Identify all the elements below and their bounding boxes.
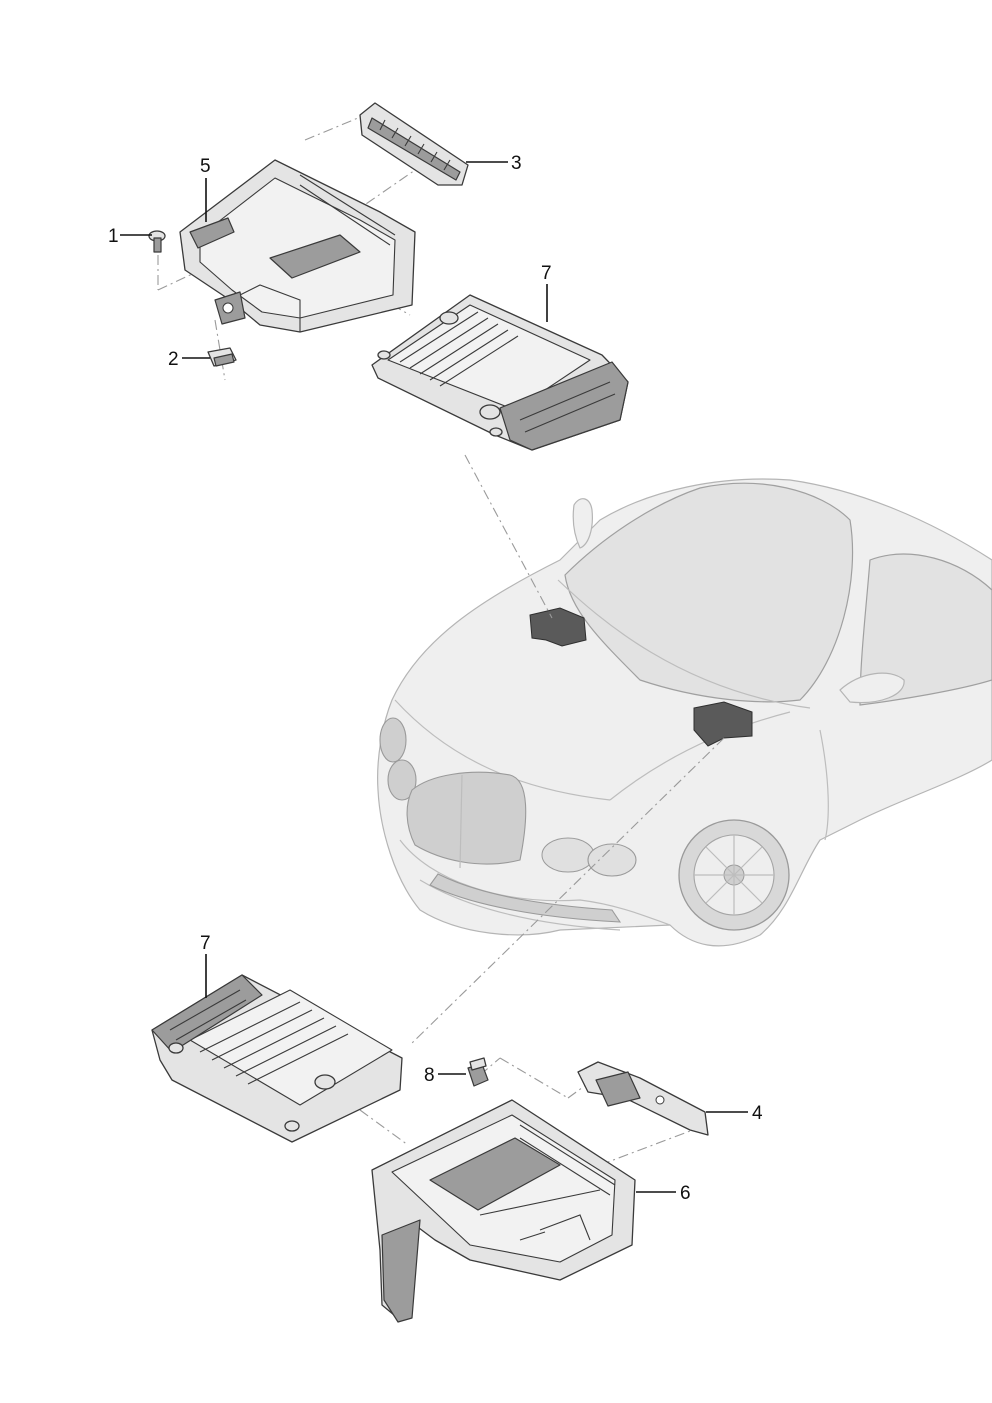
callout-8: 8 (424, 1065, 435, 1086)
callout-3: 3 (511, 153, 522, 174)
part-8-clip (467, 1057, 489, 1087)
callout-2: 2 (168, 349, 179, 370)
part-7-control-unit-bottom (151, 974, 403, 1143)
part-6-tray (371, 1099, 636, 1323)
part-7-control-unit-top (371, 294, 629, 451)
part-4-bracket (577, 1061, 709, 1136)
location-marker-engine-bay (693, 701, 753, 747)
part-3-cover (359, 102, 469, 186)
callout-6: 6 (680, 1183, 691, 1204)
callout-4: 4 (752, 1103, 763, 1124)
vehicle-illustration (377, 478, 992, 947)
callout-1: 1 (108, 226, 119, 247)
part-2-clip (207, 347, 237, 367)
part-5-bracket (179, 159, 416, 333)
callout-7-top: 7 (541, 263, 552, 284)
callout-labels: 1 2 3 5 7 7 8 4 6 (108, 153, 763, 1204)
callout-5: 5 (200, 156, 211, 177)
part-1-bolt (148, 230, 166, 253)
callout-leaders (120, 161, 748, 1193)
location-marker-cabin (529, 607, 587, 647)
callout-7-bottom: 7 (200, 933, 211, 954)
